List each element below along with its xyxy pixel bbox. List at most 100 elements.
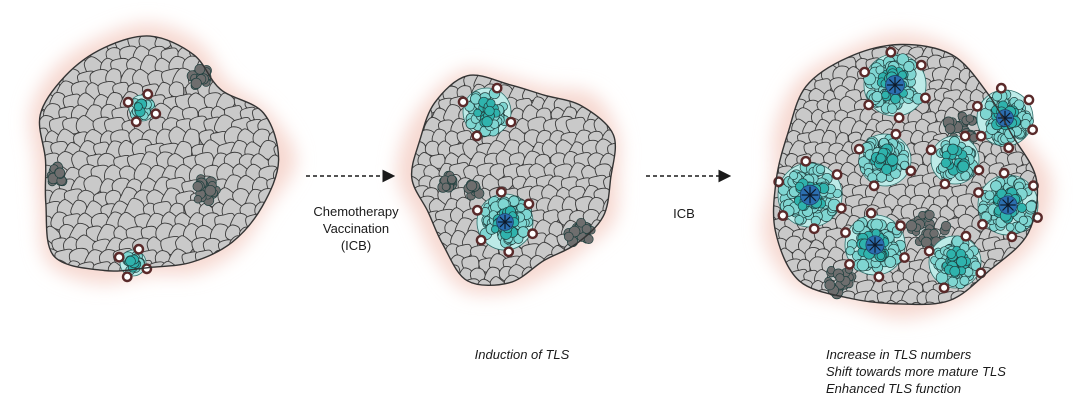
tumor-cell	[184, 274, 199, 290]
tumor-cell	[1018, 302, 1037, 305]
hev-vessel	[885, 46, 897, 58]
tumor-cell	[22, 286, 43, 305]
immune-cell	[193, 195, 203, 204]
tumor-cell	[629, 37, 647, 57]
tumor-cell	[1000, 310, 1018, 330]
tumor-cell	[748, 173, 765, 192]
tumor-cell	[953, 15, 968, 29]
tumor-cell	[8, 68, 28, 89]
tumor-cell	[78, 285, 99, 304]
tumor-cell	[266, 82, 279, 100]
tumor-cell	[754, 269, 770, 287]
tumor-cell	[817, 44, 833, 51]
tumor-cell	[838, 312, 858, 329]
immune-cell	[1018, 215, 1028, 225]
tumor-cell	[775, 5, 789, 20]
tumor-cell	[464, 50, 482, 66]
tumor-cell	[383, 52, 398, 68]
tumor-cell	[621, 276, 639, 297]
tumor-cell	[736, 25, 752, 42]
tumor-cell	[1033, 24, 1049, 39]
tumor-cell	[741, 292, 758, 310]
tumor-cell	[617, 108, 631, 124]
immune-cell	[190, 77, 202, 89]
tumor-cell	[50, 35, 70, 43]
immune-cell	[949, 265, 961, 277]
tumor-cell	[392, 108, 409, 123]
tumor-cell	[1019, 44, 1037, 62]
hev-vessel	[491, 82, 503, 94]
hev-vessel	[523, 198, 535, 210]
tumor-cell	[370, 50, 391, 69]
hev-vessel	[863, 99, 875, 111]
tumor-cell	[616, 267, 634, 286]
tumor-cell	[270, 35, 279, 40]
immune-cell	[900, 160, 910, 170]
tumor-cell	[0, 142, 13, 158]
tumor-cell	[379, 85, 396, 101]
tumor-cell	[784, 23, 799, 39]
tumor-cell	[491, 52, 506, 68]
tumor-cell	[0, 57, 4, 74]
immune-cell	[491, 225, 500, 234]
tumor-cell	[39, 43, 42, 66]
tumor-cell	[1, 275, 19, 291]
tumor-cell	[802, 313, 820, 329]
tumor-cell	[1056, 300, 1073, 318]
hev-vessel	[959, 130, 971, 142]
tumor-cell	[0, 180, 4, 196]
tumor-cell	[411, 75, 423, 82]
immune-cell	[875, 153, 886, 164]
tumor-cell	[724, 194, 741, 212]
immune-cell	[815, 164, 826, 174]
tumor-cell	[39, 67, 42, 89]
tumor-cell	[8, 188, 28, 209]
tumor-cell	[754, 35, 770, 51]
tumor-cell	[254, 274, 272, 291]
tumor-cell	[717, 13, 734, 28]
tumor-cell	[459, 39, 475, 55]
tumor-cell	[0, 275, 5, 293]
caption-induction: Induction of TLS	[437, 346, 607, 363]
immune-cell	[929, 228, 939, 239]
immune-cell	[957, 160, 970, 173]
tumor-cell	[537, 38, 556, 59]
hev-vessel	[1027, 124, 1039, 136]
immune-cell	[576, 217, 586, 228]
tumor-cell	[996, 299, 1014, 305]
tumor-cell	[282, 10, 298, 25]
tumor-cell	[910, 2, 925, 17]
immune-cell	[517, 226, 529, 238]
hev-vessel	[973, 164, 985, 176]
tumor-cell	[70, 296, 92, 316]
tumor-cell	[1039, 34, 1056, 53]
star-burst-icon	[801, 186, 819, 204]
tumor-cell	[742, 269, 758, 286]
tumor-cell	[398, 49, 415, 67]
tumor-cell	[31, 276, 47, 292]
tumor-cell	[972, 2, 988, 19]
tumor-cell	[988, 291, 1010, 305]
immune-cell	[947, 143, 959, 155]
tumor-cell	[1042, 291, 1055, 306]
tumor-cell	[50, 285, 69, 305]
tumor-cell	[416, 37, 435, 57]
tumor-cell	[150, 0, 167, 15]
tumor-cell	[846, 4, 863, 22]
tumor-cell	[246, 69, 265, 88]
hev-vessel	[122, 96, 134, 108]
tumor-cell	[217, 283, 234, 303]
tumor-cell	[630, 62, 645, 78]
tumor-cell	[40, 270, 64, 272]
tumor-cell	[622, 208, 642, 227]
tumor-cell	[734, 153, 749, 168]
tumor-cell	[484, 40, 500, 55]
tumor-cell	[979, 314, 992, 328]
tumor-cell	[555, 274, 573, 286]
tumor-cell	[411, 254, 429, 270]
tumor-cell	[106, 286, 124, 305]
tumor-cell	[17, 297, 35, 317]
tumor-cell	[17, 57, 35, 75]
tumor-cell	[735, 173, 752, 192]
hev-vessel	[873, 271, 885, 283]
